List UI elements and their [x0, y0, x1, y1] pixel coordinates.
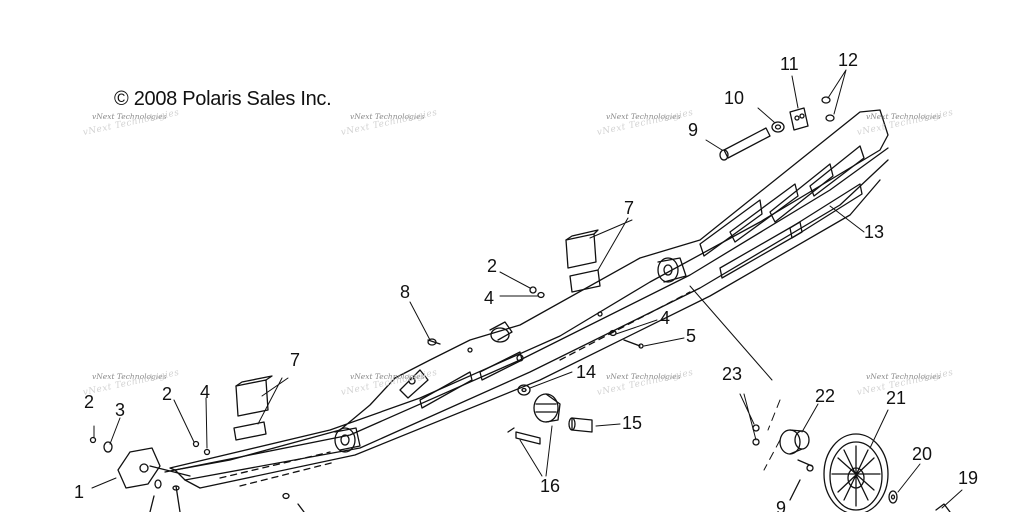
callout-19: 19: [958, 468, 979, 488]
bushing-15-drawing: [568, 417, 593, 433]
bolt-19-drawing: [935, 503, 951, 512]
leader-lines: [91, 69, 963, 509]
washer-20-drawing: [888, 490, 898, 504]
bumper-1-drawing: [117, 447, 191, 489]
callout-4: 4: [660, 308, 671, 328]
slider-block-7-upper: [565, 229, 601, 293]
copyright-notice: © 2008 Polaris Sales Inc.: [114, 88, 332, 110]
bracket-11-drawing: [789, 107, 809, 131]
bushing-22-drawing: [779, 429, 814, 501]
callout-5: 5: [686, 326, 697, 346]
callout-16: 16: [540, 476, 561, 496]
callout-13: 13: [864, 222, 885, 242]
callout-2: 2: [84, 392, 95, 412]
callout-21: 21: [886, 388, 907, 408]
wheel-21-drawing: [823, 433, 889, 512]
callout-2: 2: [162, 384, 173, 404]
callout-23: 23: [722, 364, 743, 384]
callout-4: 4: [484, 288, 495, 308]
callout-20: 20: [912, 444, 933, 464]
callout-2: 2: [487, 256, 498, 276]
nut-10-drawing: [771, 121, 785, 133]
callout-1: 1: [74, 482, 85, 502]
slide-rail: [164, 109, 889, 489]
slider-block-7-lower: [233, 375, 273, 441]
callout-9: 9: [688, 120, 699, 140]
callout-14: 14: [576, 362, 597, 382]
callout-11: 11: [780, 54, 799, 74]
fasteners: [89, 286, 760, 456]
callout-7: 7: [290, 350, 301, 370]
callout-3: 3: [115, 400, 126, 420]
callout-7: 7: [624, 198, 635, 218]
callout-22: 22: [815, 386, 836, 406]
callout-15: 15: [622, 413, 643, 433]
callout-12: 12: [838, 50, 859, 70]
bolt-9-drawing: [719, 127, 771, 161]
pulley-16-drawing: [507, 393, 561, 445]
nuts-12-drawing: [821, 96, 835, 122]
callout-10: 10: [724, 88, 745, 108]
lower-fasteners: [149, 479, 305, 512]
callout-9-partial: 9: [776, 498, 787, 512]
washer-14-drawing: [517, 384, 531, 396]
callout-8: 8: [400, 282, 411, 302]
callout-4: 4: [200, 382, 211, 402]
